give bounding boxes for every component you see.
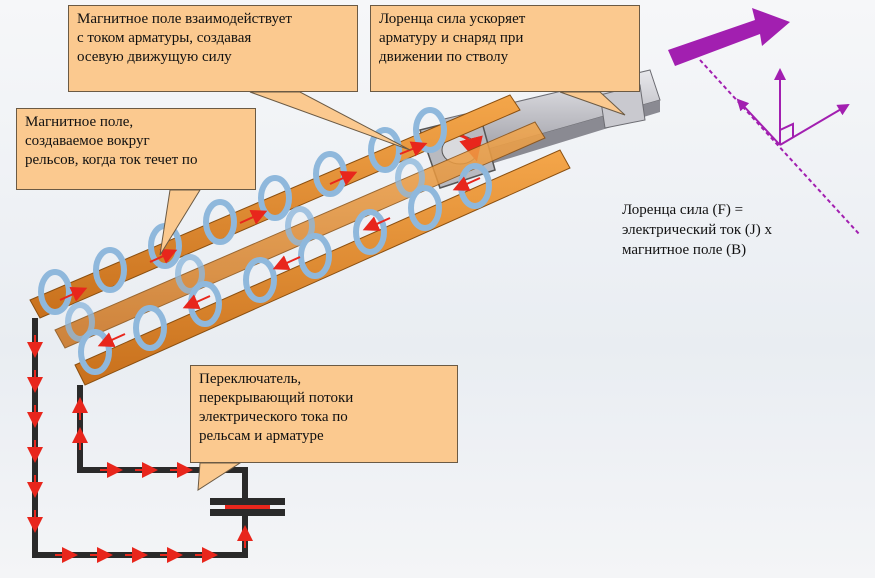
projectile-direction-arrow — [668, 8, 790, 66]
callout-lorentz-acceleration: Лоренца сила ускоряет арматуру и снаряд … — [370, 5, 640, 92]
callout-switch: Переключатель, перекрывающий потоки элек… — [190, 365, 458, 463]
callout-rail-magnetic-field: Магнитное поле, создаваемое вокруг рельс… — [16, 108, 256, 190]
circuit-wire — [27, 318, 253, 563]
lower-rail — [74, 149, 571, 386]
lorentz-formula: Лоренца сила (F) = электрический ток (J)… — [622, 202, 772, 258]
callout-axial-force: Магнитное поле взаимодействует с током а… — [68, 5, 358, 92]
switch — [210, 498, 285, 516]
lorentz-vector-diagram — [699, 59, 861, 236]
callout-pointers — [159, 91, 626, 491]
